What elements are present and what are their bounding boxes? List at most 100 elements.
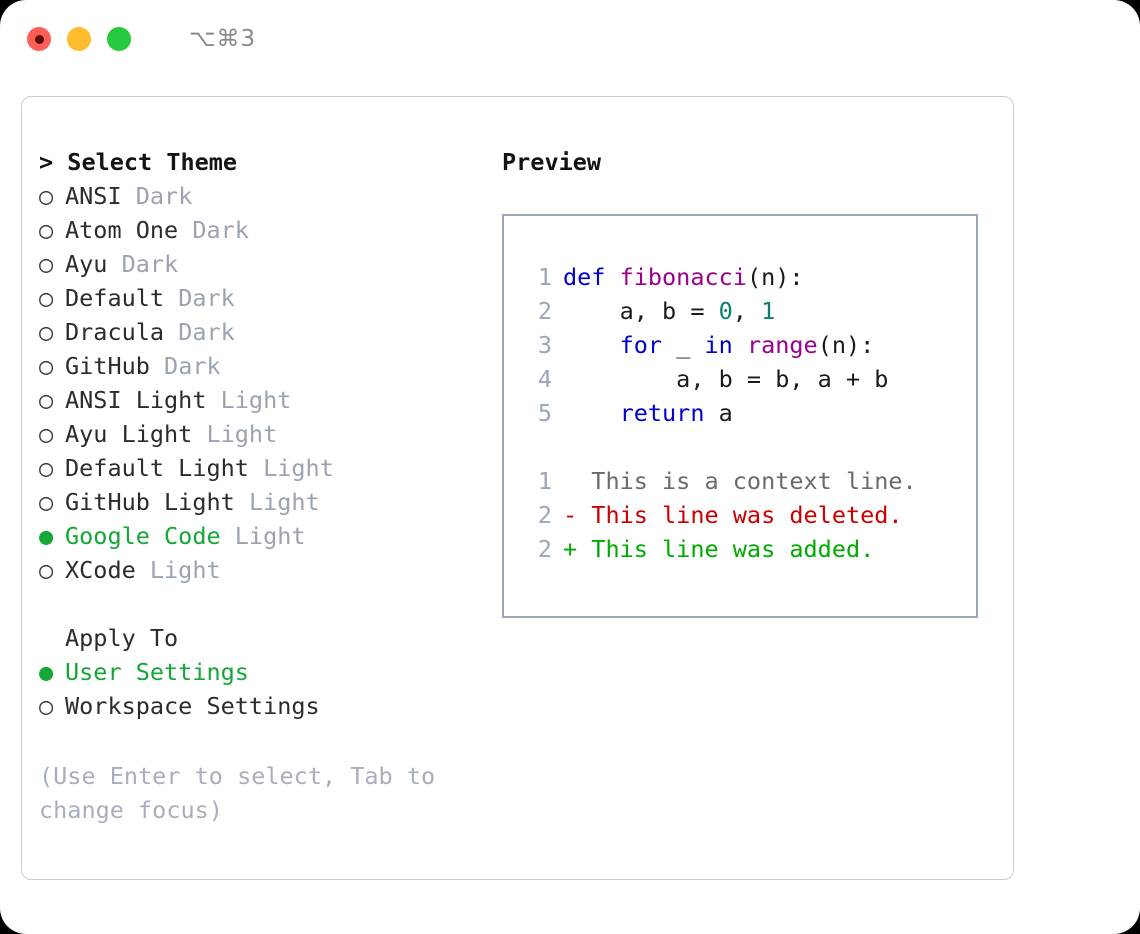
theme-option-label: Default	[65, 284, 179, 312]
code-token: def	[563, 263, 620, 291]
theme-option-label: GitHub	[65, 352, 165, 380]
apply-to-option-workspace-settings[interactable]: ○Workspace Settings	[39, 689, 499, 723]
maximize-button[interactable]	[107, 27, 131, 51]
line-number: 1	[537, 467, 552, 495]
radio-selected-icon: ●	[39, 522, 54, 550]
apply-to-option-user-settings[interactable]: ●User Settings	[39, 655, 499, 689]
theme-option-label: Google Code	[65, 522, 235, 550]
page-title: Select Theme	[67, 148, 238, 176]
code-token: 1	[761, 297, 776, 325]
code-token: a, b = b, a + b	[563, 365, 889, 393]
theme-variant-tag: Dark	[164, 352, 221, 380]
apply-to-section: Apply To ●User Settings○Workspace Settin…	[39, 621, 499, 723]
theme-variant-tag: Light	[149, 556, 221, 584]
code-token	[563, 399, 620, 427]
apply-to-heading: Apply To	[39, 621, 499, 655]
title-bar: ⌥⌘3	[0, 0, 1140, 78]
theme-variant-tag: Dark	[121, 250, 179, 278]
theme-option-ayu-light[interactable]: ○ Ayu Light Light	[39, 417, 499, 451]
code-line: 4 a, b = b, a + b	[526, 362, 976, 396]
theme-variant-tag: Light	[248, 488, 320, 516]
theme-option-ansi-light[interactable]: ○ ANSI Light Light	[39, 383, 499, 417]
line-number: 4	[537, 365, 552, 393]
code-token: fibonacci	[619, 263, 747, 291]
theme-option-ayu[interactable]: ○ Ayu Dark	[39, 247, 499, 281]
radio-selected-icon: ●	[39, 658, 54, 686]
diff-marker: +	[563, 535, 592, 563]
theme-option-github-light[interactable]: ○ GitHub Light Light	[39, 485, 499, 519]
theme-option-default-light[interactable]: ○ Default Light Light	[39, 451, 499, 485]
radio-unselected-icon: ○	[39, 250, 54, 278]
diff-line: 2- This line was deleted.	[526, 498, 976, 532]
apply-to-label: Apply To	[65, 624, 179, 652]
theme-variant-tag: Light	[220, 386, 292, 414]
theme-option-label: GitHub Light	[65, 488, 249, 516]
line-number: 2	[537, 501, 552, 529]
theme-option-atom-one[interactable]: ○ Atom One Dark	[39, 213, 499, 247]
theme-variant-tag: Dark	[178, 284, 235, 312]
theme-option-label: ANSI Light	[65, 386, 221, 414]
recording-indicator-dot	[34, 34, 44, 44]
theme-option-label: Ayu Light	[65, 420, 207, 448]
code-token: (n):	[817, 331, 875, 359]
apply-to-option-list: ●User Settings○Workspace Settings	[39, 655, 499, 723]
theme-variant-tag: Light	[263, 454, 334, 482]
radio-unselected-icon: ○	[39, 420, 54, 448]
theme-picker-heading: > Select Theme	[39, 145, 499, 179]
code-token: return	[619, 399, 705, 427]
block-spacer	[526, 430, 976, 464]
radio-unselected-icon: ○	[39, 352, 54, 380]
code-token: 0	[718, 297, 733, 325]
diff-text: This line was added.	[591, 535, 875, 563]
radio-unselected-icon: ○	[39, 454, 54, 482]
radio-unselected-icon: ○	[39, 692, 54, 720]
theme-option-label: XCode	[65, 556, 150, 584]
theme-option-label: Atom One	[65, 216, 193, 244]
theme-option-google-code[interactable]: ● Google Code Light	[39, 519, 499, 553]
line-number: 3	[537, 331, 552, 359]
theme-variant-tag: Light	[206, 420, 278, 448]
theme-option-github[interactable]: ○ GitHub Dark	[39, 349, 499, 383]
theme-option-default[interactable]: ○ Default Dark	[39, 281, 499, 315]
code-token: a	[704, 399, 733, 427]
line-number: 2	[537, 297, 552, 325]
preview-column: Preview 1 def fibonacci (n): 2 a, b = 0, 1 3…	[502, 145, 997, 618]
theme-option-list: ○ ANSI Dark ○ Atom One Dark ○ Ayu Dark ○ Defaul…	[39, 179, 499, 587]
code-token	[563, 331, 620, 359]
code-token: for	[619, 331, 663, 359]
radio-unselected-icon: ○	[39, 488, 54, 516]
minimize-button[interactable]	[67, 27, 91, 51]
diff-line: 1 This is a context line.	[526, 464, 976, 498]
radio-unselected-icon: ○	[39, 216, 54, 244]
theme-option-label: Ayu	[65, 250, 122, 278]
theme-option-xcode[interactable]: ○XCode Light	[39, 553, 499, 587]
theme-option-dracula[interactable]: ○Dracula Dark	[39, 315, 499, 349]
line-number: 5	[537, 399, 552, 427]
theme-variant-tag: Dark	[192, 216, 249, 244]
radio-unselected-icon: ○	[39, 284, 54, 312]
theme-option-ansi[interactable]: ○ANSI Dark	[39, 179, 499, 213]
theme-variant-tag: Dark	[178, 318, 235, 346]
line-number: 1	[537, 263, 552, 291]
code-token	[733, 331, 747, 359]
diff-text: This line was deleted.	[591, 501, 903, 529]
theme-option-label: ANSI	[65, 182, 136, 210]
radio-unselected-icon: ○	[39, 386, 54, 414]
keyboard-shortcut-label: ⌥⌘3	[189, 26, 257, 52]
theme-variant-tag: Light	[234, 522, 306, 550]
close-button[interactable]	[27, 27, 51, 51]
dialog-card: > Select Theme ○ANSI Dark○Atom One Dark○…	[21, 96, 1014, 880]
code-token: ,	[732, 297, 762, 325]
code-line: 5 return a	[526, 396, 976, 430]
diff-sample-block: 1 This is a context line.2- This line wa…	[526, 464, 976, 566]
code-token: a, b =	[563, 297, 719, 325]
heading-prompt-prefix: >	[39, 148, 68, 176]
code-token: in	[704, 331, 733, 359]
radio-unselected-icon: ○	[39, 182, 54, 210]
theme-option-label: Default Light	[65, 454, 264, 482]
preview-heading: Preview	[502, 148, 602, 176]
